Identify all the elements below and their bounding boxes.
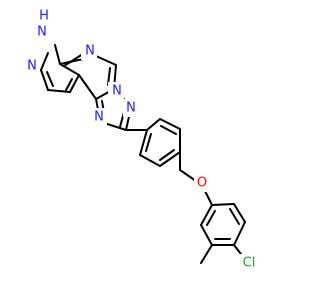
bond-ar11-ar12 [200,224,213,246]
bond-ar5-ar6 [139,154,161,167]
bond-ar8-ar9 [233,203,246,223]
atom-label-oxygen: O [197,176,207,191]
atom-bg-n-triazole-top [123,99,139,117]
bond-ch2-o [179,169,197,182]
atom-bg-chlorine [237,254,261,272]
atom-bg-n-pyrazole [24,56,40,74]
bond-ar4-ar5-inner [159,149,175,161]
bond-n3-c5 [95,55,117,66]
atom-label-h: H [39,9,49,24]
bond-o-ar7 [204,190,213,206]
bond-c7-n6 [103,122,127,131]
atom-bg-oxygen [194,174,210,192]
bond-ar12-ar7 [200,204,213,226]
bond-c6-c3 [78,74,97,100]
atom-label-n-triazole-left: N [94,110,104,125]
molecule-structure: H N N N N N N O Cl [24,6,261,272]
bond-ar11-methyl [200,244,213,264]
atom-label-n-pyrimidine: N [85,44,95,59]
atom-label-chlorine: Cl [243,256,256,271]
bond-ar1-ar2 [146,118,161,131]
atom-label-n-triazole-top: N [126,101,136,116]
bond-c4-n2-inner [46,71,54,87]
bond-ar12-ar7-inner [206,210,216,226]
bond-ar8-ar9-inner [229,208,240,225]
bond-ar7-ar8 [211,203,235,206]
atom-bg-n-triazole-left [91,108,107,126]
bond-ar9-ar10 [233,221,246,246]
atom-bg-nh [35,6,51,24]
bond-ar2-ar3-inner [160,125,177,135]
bond-ar4-ar5 [159,151,181,167]
bond-c2-c3-inner [65,78,73,91]
bond-n2-nh [40,52,49,71]
atom-label-n-h: N [37,25,47,40]
atom-label-n-fusion: N [112,84,122,99]
bond-ar6-ar1 [139,129,148,156]
bond-ar2-ar3 [159,118,181,130]
bond-nh-c1 [54,44,61,65]
atom-bg-n-pyrimidine [81,42,97,60]
bond-ar6-ar1-inner [145,133,152,152]
bond-c1-c2 [59,63,80,76]
bond-c2-c3 [69,74,80,93]
atom-bg-n-h [33,23,49,41]
bond-c4-n2 [40,69,49,91]
atom-bg-n-fusion [108,82,124,100]
bond-c3-c4 [47,89,71,93]
atom-label-n-pyrazole: N [27,59,37,74]
